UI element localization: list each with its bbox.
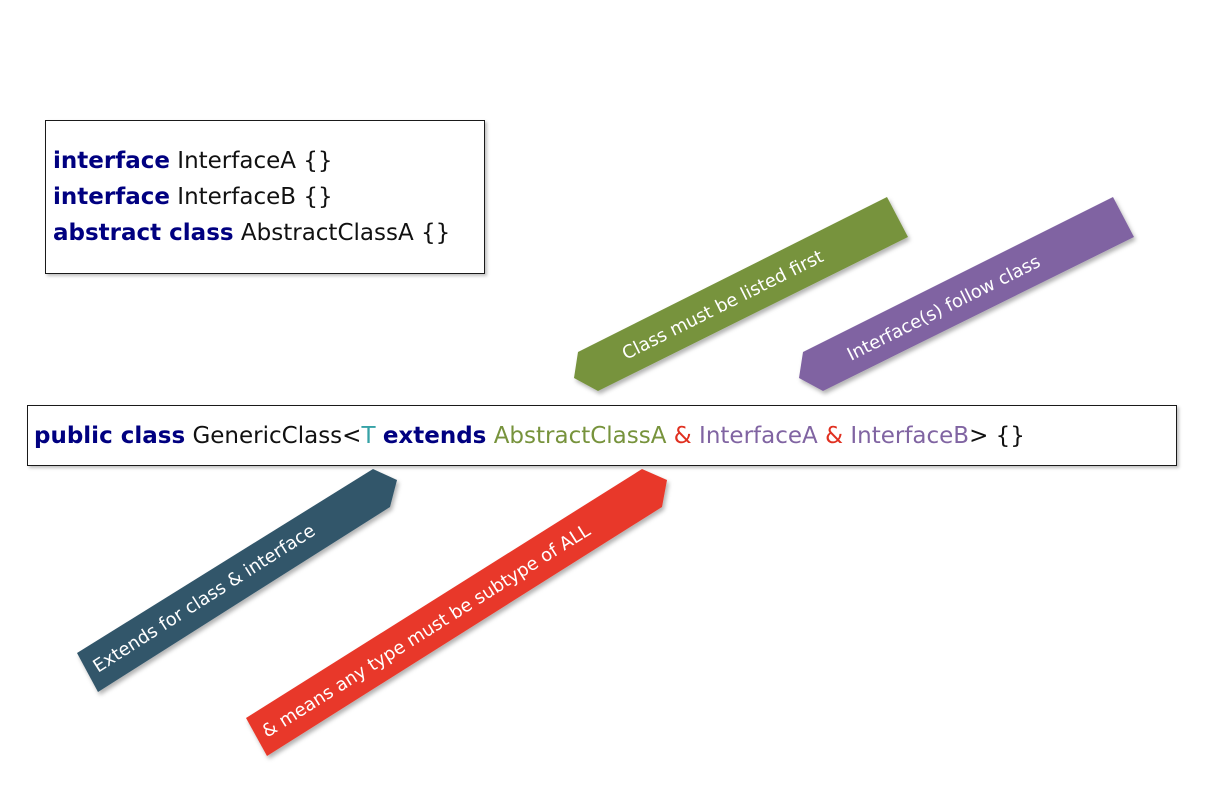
interface-a-name: InterfaceA {}: [177, 148, 333, 174]
callout-class-first-text: Class must be listed first: [619, 246, 827, 364]
declaration-line-interface-b: interface InterfaceB {}: [53, 179, 484, 215]
interface-b-name: InterfaceB {}: [177, 184, 333, 210]
callout-ampersand-arrow: [246, 469, 667, 756]
bound-abstract-class: AbstractClassA: [493, 423, 667, 449]
declaration-line-abstract-class: abstract class AbstractClassA {}: [53, 215, 484, 251]
callout-extends-arrow: [77, 469, 397, 692]
callout-class-first-arrow: [574, 197, 908, 391]
abstract-class-name: AbstractClassA {}: [240, 220, 451, 246]
keyword-interface: interface: [53, 184, 170, 210]
declaration-line-interface-a: interface InterfaceA {}: [53, 143, 484, 179]
keyword-abstract-class: abstract class: [53, 220, 234, 246]
declarations-box: interface InterfaceA {} interface Interf…: [45, 120, 485, 274]
callout-extends-text: Extends for class & interface: [89, 520, 319, 677]
keyword-public-class: public class: [34, 423, 186, 449]
ampersand-1: &: [673, 423, 692, 449]
callout-interfaces-follow-arrow: [799, 197, 1134, 391]
bound-interface-a: InterfaceA: [699, 423, 818, 449]
keyword-interface: interface: [53, 148, 170, 174]
type-parameter: T: [361, 423, 376, 449]
generic-class-name: GenericClass<: [192, 423, 362, 449]
closing-brace: > {}: [969, 423, 1025, 449]
generic-class-declaration-box: public class GenericClass<T extends Abst…: [27, 405, 1177, 466]
callout-interfaces-follow-text: Interface(s) follow class: [844, 251, 1044, 365]
ampersand-2: &: [825, 423, 844, 449]
bound-interface-b: InterfaceB: [850, 423, 970, 449]
keyword-extends: extends: [382, 423, 487, 449]
